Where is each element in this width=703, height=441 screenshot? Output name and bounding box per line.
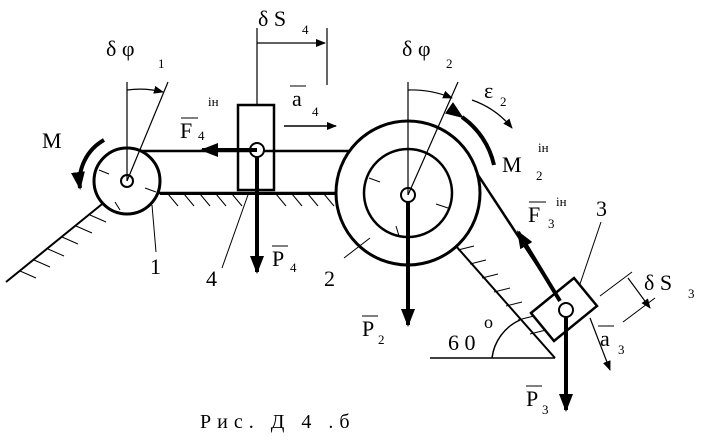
label-a4: a [292,86,302,111]
label-moment-M: M [42,128,62,153]
label-P3: P [526,386,538,411]
label-body2: 2 [324,266,335,291]
label-P2-sub: 2 [378,332,385,347]
label-eps2-sub: 2 [500,94,507,109]
label-body1: 1 [150,254,161,279]
label-angle: 6 0 [448,330,476,355]
label-dphi1-sub: 1 [158,56,165,71]
label-F4: F [180,118,192,143]
label-a3: a [600,326,610,351]
label-F3: F [528,202,540,227]
label-dphi2: δ φ [402,36,431,61]
label-P2: P [362,316,374,341]
label-ds4-sub: 4 [302,22,309,37]
label-ds4: δ S [258,6,286,31]
moment-M2-arrow [444,102,496,166]
block-4 [200,28,337,274]
label-F3-sub: 3 [548,216,555,231]
pulley-1 [92,81,169,253]
label-P3-sub: 3 [542,402,549,417]
right-incline [430,227,556,359]
label-F4-sup: ін [208,94,219,109]
label-F4-sub: 4 [198,128,205,143]
figure-caption: Рис. Д 4 .б [200,411,356,433]
label-body4: 4 [206,266,217,291]
label-M2-sup: ін [538,140,549,155]
label-body3: 3 [596,196,607,221]
left-incline [5,195,113,283]
label-degree: o [484,312,493,332]
label-dphi1: δ φ [106,36,135,61]
label-a4-sub: 4 [312,104,319,119]
block-3 [516,221,656,412]
label-P4: P [272,246,284,271]
label-eps2: ε [484,78,493,103]
label-a3-sub: 3 [618,342,625,357]
label-M2: M [502,152,522,177]
label-P4-sub: 4 [290,260,297,275]
moment-M-arrow [71,138,106,190]
label-ds3: δ S [644,270,672,295]
label-dphi2-sub: 2 [446,56,453,71]
label-ds3-sub: 3 [688,286,695,301]
epsilon-2-arrow [471,99,513,129]
label-M2-sub: 2 [536,168,543,183]
pulley-2 [334,81,482,327]
horizontal-surface [160,193,345,207]
label-F3-sup: ін [556,194,567,209]
